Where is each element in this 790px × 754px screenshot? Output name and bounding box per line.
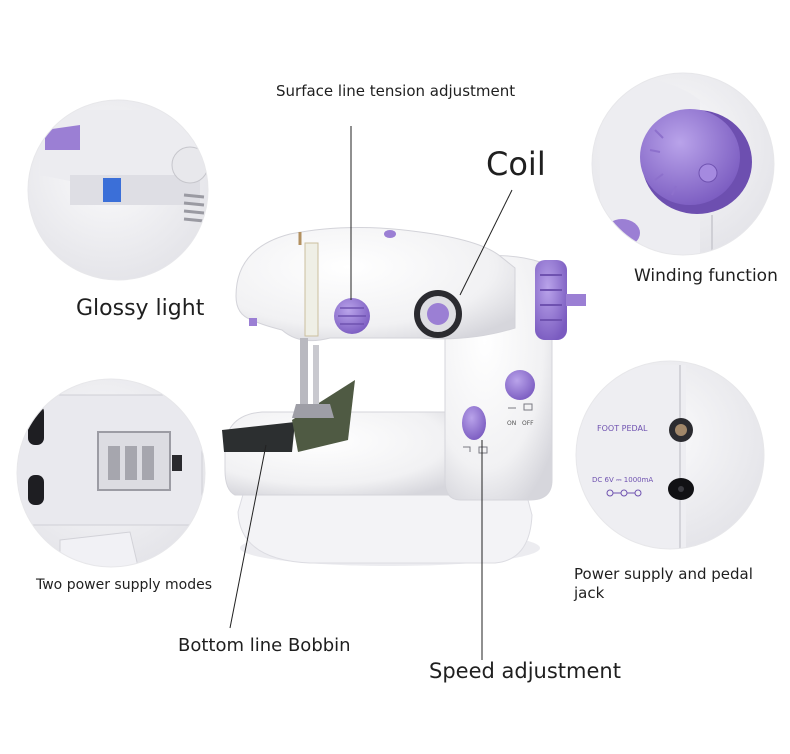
dc-rating-text: DC 6V ⎓ 1000mA xyxy=(592,476,653,484)
winding-wheel-icon xyxy=(640,109,740,205)
speed-button-icon xyxy=(462,406,486,440)
light-switch-icon xyxy=(103,178,121,202)
handwheel-icon xyxy=(535,260,567,340)
winding-callout: Winding function xyxy=(634,266,778,286)
glossy-light-callout: Glossy light xyxy=(76,296,205,321)
foot-pedal-text: FOOT PEDAL xyxy=(597,424,648,433)
needle-plate-icon xyxy=(222,422,295,452)
off-label: OFF xyxy=(522,420,534,427)
sewing-machine: ON OFF xyxy=(222,226,586,566)
foot-pedal-jack-icon xyxy=(675,424,687,436)
coil-callout: Coil xyxy=(486,145,546,183)
speed-callout: Speed adjustment xyxy=(429,659,621,683)
detail-circle-winding xyxy=(592,73,774,255)
bobbin-callout: Bottom line Bobbin xyxy=(178,635,351,656)
on-label: ON xyxy=(507,420,516,427)
detail-circle-light xyxy=(28,100,208,280)
detail-circle-battery xyxy=(17,379,205,567)
polarity-icon xyxy=(606,489,642,497)
tension-callout: Surface line tension adjustment xyxy=(276,82,516,100)
power-button-icon xyxy=(505,370,535,400)
leader-lines xyxy=(229,126,513,660)
detail-circle-jack xyxy=(576,361,764,549)
power-modes-callout: Two power supply modes xyxy=(36,577,212,593)
jack-callout: Power supply and pedal jack xyxy=(574,565,753,602)
